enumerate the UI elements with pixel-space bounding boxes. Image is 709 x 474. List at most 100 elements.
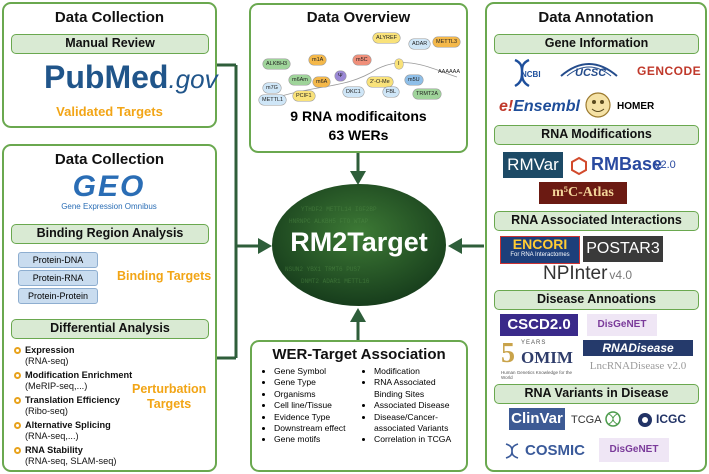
icgc-dots-icon bbox=[638, 413, 652, 427]
bullet-icon bbox=[14, 447, 21, 454]
network-node: METTL1 bbox=[259, 95, 287, 105]
association-item: Gene Symbol bbox=[274, 366, 346, 377]
encori-label: ENCORI bbox=[512, 236, 568, 252]
band-differential-analysis: Differential Analysis bbox=[11, 319, 209, 339]
diff-item-sub: (RNA-seq,...) bbox=[25, 431, 79, 441]
diff-item-title: Modification Enrichment bbox=[25, 370, 133, 380]
panel-manual-review: Data Collection Manual Review PubMed.gov… bbox=[2, 2, 218, 128]
diff-item-sub: (MeRIP-seq,...) bbox=[25, 381, 88, 391]
panel-title: WER-Target Association bbox=[272, 346, 446, 363]
encori-subtitle: For RNA Interactomes bbox=[510, 252, 570, 258]
ensembl-e-icon: e! bbox=[499, 98, 514, 115]
geo-logo-text: GEO bbox=[72, 170, 146, 203]
omim-years: YEARS bbox=[521, 340, 547, 346]
svg-text:DNMT2 ADAR1 METTL16: DNMT2 ADAR1 METTL16 bbox=[301, 278, 370, 285]
network-node: I bbox=[395, 59, 403, 69]
band-rna-interactions: RNA Associated Interactions bbox=[494, 211, 699, 231]
network-node: m6A bbox=[313, 77, 331, 87]
network-node: m6Am bbox=[289, 75, 311, 85]
association-item: Modification bbox=[374, 366, 451, 377]
panel-title: Data Collection bbox=[54, 151, 165, 168]
diff-item-title: RNA Stability bbox=[25, 445, 83, 455]
binding-item-dna: Protein-DNA bbox=[18, 252, 98, 268]
cosmic-label: COSMIC bbox=[525, 442, 585, 459]
bullet-icon bbox=[14, 347, 21, 354]
diff-item-expression: Expression (RNA-seq) bbox=[14, 345, 75, 367]
association-item: Organisms bbox=[274, 389, 346, 400]
rna-modification-network bbox=[271, 62, 458, 100]
panel-title: Data Annotation bbox=[538, 9, 654, 26]
bullet-icon bbox=[14, 372, 21, 379]
network-node: ALYREF bbox=[373, 33, 400, 43]
center-title: RM2Target bbox=[290, 227, 428, 257]
diff-item-translation: Translation Efficiency (Ribo-seq) bbox=[14, 395, 120, 417]
band-rna-modifications: RNA Modifications bbox=[494, 125, 699, 145]
ensembl-label: Ensembl bbox=[513, 98, 580, 115]
tcga-logo: TCGA bbox=[571, 410, 631, 430]
diff-item-title: Expression bbox=[25, 345, 75, 355]
binding-stack: Protein-DNA Protein-RNA Protein-Protein bbox=[18, 252, 98, 304]
panel-wer-target-association: WER-Target Association Gene Symbol Gene … bbox=[250, 340, 468, 472]
diff-item-title: Alternative Splicing bbox=[25, 420, 111, 430]
binding-targets-label: Binding Targets bbox=[117, 269, 212, 283]
postar-logo: POSTAR3 bbox=[583, 236, 663, 262]
band-binding-region: Binding Region Analysis bbox=[11, 224, 209, 244]
cosmic-helix-icon bbox=[505, 443, 519, 459]
ensembl-logo: e!Ensembl bbox=[499, 98, 580, 116]
rmvar-logo: RMVar bbox=[503, 152, 563, 178]
icgc-logo: ICGC bbox=[637, 410, 697, 430]
bullet-icon bbox=[14, 397, 21, 404]
omim-label: OMIM bbox=[521, 348, 573, 367]
disgenet-logo-2: DisGeNET bbox=[599, 438, 669, 462]
network-node: m7G bbox=[263, 83, 281, 93]
ucsc-label: UCSC bbox=[575, 67, 607, 79]
perturbation-line-1: Perturbation bbox=[132, 382, 207, 396]
svg-text:YTHDF2 METTL14 IGF2BP: YTHDF2 METTL14 IGF2BP bbox=[301, 206, 377, 213]
diff-item-stability: RNA Stability (RNA-seq, SLAM-seq) bbox=[14, 445, 116, 467]
pubmed-pub: Pub bbox=[44, 59, 105, 95]
network-node: PCIF1 bbox=[293, 91, 315, 101]
dna-globe-icon bbox=[605, 411, 621, 427]
network-node: TRMT2A bbox=[413, 89, 441, 99]
rnadisease-logo: RNADisease bbox=[583, 340, 693, 356]
association-item: RNA Associated bbox=[374, 377, 451, 388]
pubmed-med: Med bbox=[104, 59, 169, 95]
diff-item-modification: Modification Enrichment (MeRIP-seq,...) bbox=[14, 370, 132, 392]
association-item: Cell line/Tissue bbox=[274, 400, 346, 411]
network-node: m5C bbox=[353, 55, 371, 65]
network-node: ALKBH3 bbox=[263, 59, 291, 69]
perturbation-line-2: Targets bbox=[147, 397, 192, 411]
cosmic-logo: COSMIC bbox=[503, 436, 589, 466]
omim-50: 5 bbox=[501, 338, 515, 369]
rmbase-version: v2.0 bbox=[655, 159, 676, 171]
diff-item-sub: (RNA-seq) bbox=[25, 356, 69, 366]
network-node: m1A bbox=[309, 55, 327, 65]
center-hub: YTHDF2 METTL14 IGF2BP HNRNPC ALKBH5 FTO … bbox=[271, 183, 447, 307]
geo-logo: GEO Gene Expression Omnibus bbox=[44, 170, 174, 212]
association-item: Gene Type bbox=[274, 377, 346, 388]
association-item: Binding Sites bbox=[374, 388, 425, 399]
clinvar-logo: ClinVar bbox=[509, 408, 565, 430]
pubmed-gov: .gov bbox=[168, 64, 218, 94]
gencode-logo: GENCODE bbox=[637, 64, 702, 78]
association-column-2: Modification RNA Associated Binding Site… bbox=[360, 366, 451, 446]
band-rna-variants: RNA Variants in Disease bbox=[494, 384, 699, 404]
association-item: Correlation in TCGA bbox=[374, 434, 451, 445]
m5c-atlas-logo: m⁵C-Atlas bbox=[539, 182, 627, 204]
diff-item-title: Translation Efficiency bbox=[25, 395, 120, 405]
ucsc-logo: UCSC bbox=[557, 58, 621, 84]
network-node: Ψ bbox=[335, 71, 346, 81]
band-manual-review: Manual Review bbox=[11, 34, 209, 54]
association-item: Associated Disease bbox=[374, 400, 451, 411]
network-node: ADAR bbox=[409, 39, 431, 49]
overview-line-2: 63 WERs bbox=[328, 127, 389, 143]
molecule-icon bbox=[571, 156, 587, 176]
band-gene-information: Gene Information bbox=[494, 34, 699, 54]
perturbation-targets-label: Perturbation Targets bbox=[132, 382, 206, 412]
tcga-label: TCGA bbox=[571, 414, 602, 426]
homer-label: HOMER bbox=[617, 101, 655, 112]
lncrnadisease-logo: LncRNADisease v2.0 bbox=[589, 360, 687, 372]
